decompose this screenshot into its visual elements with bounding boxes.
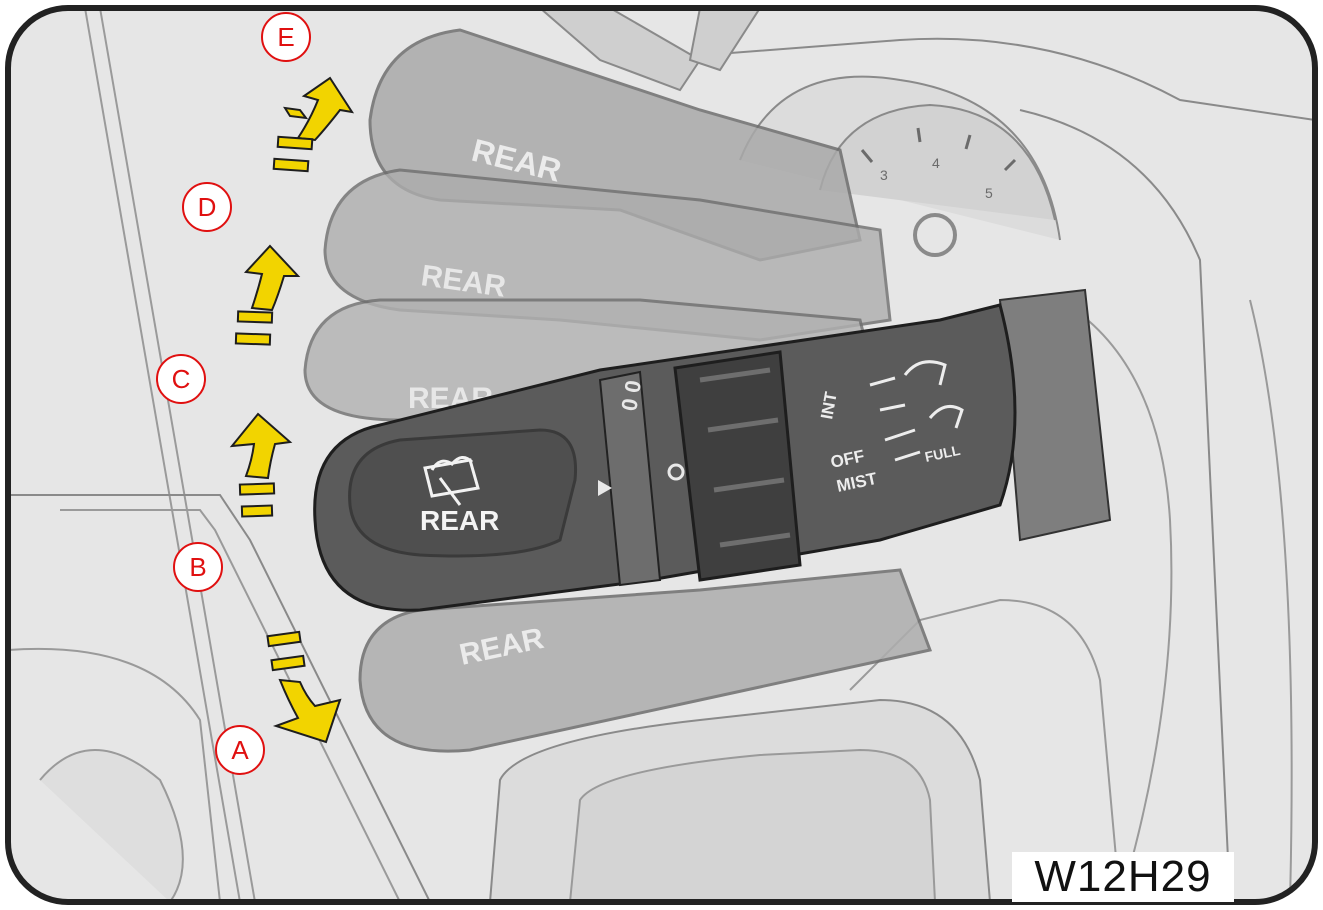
switch-label-full: FULL [923, 442, 962, 465]
front-wiper-icon [903, 360, 964, 429]
arrow-up-c [229, 412, 293, 518]
gauge-tick: 4 [932, 155, 940, 171]
callout-label-d: D [198, 192, 217, 222]
lever-position-a-ghost: REAR [358, 568, 933, 753]
callout-d: D [182, 182, 232, 232]
rear-label: REAR [420, 505, 499, 536]
arrow-up-e [272, 76, 355, 173]
tachometer-gauge: 3 4 5 [819, 103, 1056, 257]
callout-label-a: A [231, 735, 249, 765]
rear-wiper-icon [423, 456, 480, 506]
gauge-tick: 5 [985, 185, 993, 201]
svg-text:0 0: 0 0 [616, 378, 646, 412]
figure-code-label: W12H29 [1012, 852, 1234, 902]
arrow-down-a [266, 630, 342, 744]
callout-label-b: B [189, 552, 206, 582]
callout-label-e: E [277, 22, 294, 52]
wiper-lever: REAR 0 0 OFF MIST INT FULL [313, 288, 1112, 612]
arrow-up-d [234, 244, 301, 346]
callout-c: C [156, 354, 206, 404]
figure-frame [5, 5, 1318, 905]
lever-position-d-ghost: REAR [323, 168, 892, 342]
callout-e: E [261, 12, 311, 62]
callout-label-c: C [172, 364, 191, 394]
callout-b: B [173, 542, 223, 592]
switch-label-int: INT [817, 390, 841, 421]
dashboard-background: 3 4 5 REAR REAR REAR REAR [8, 8, 1315, 902]
callout-a: A [215, 725, 265, 775]
gauge-tick: 3 [880, 167, 888, 183]
